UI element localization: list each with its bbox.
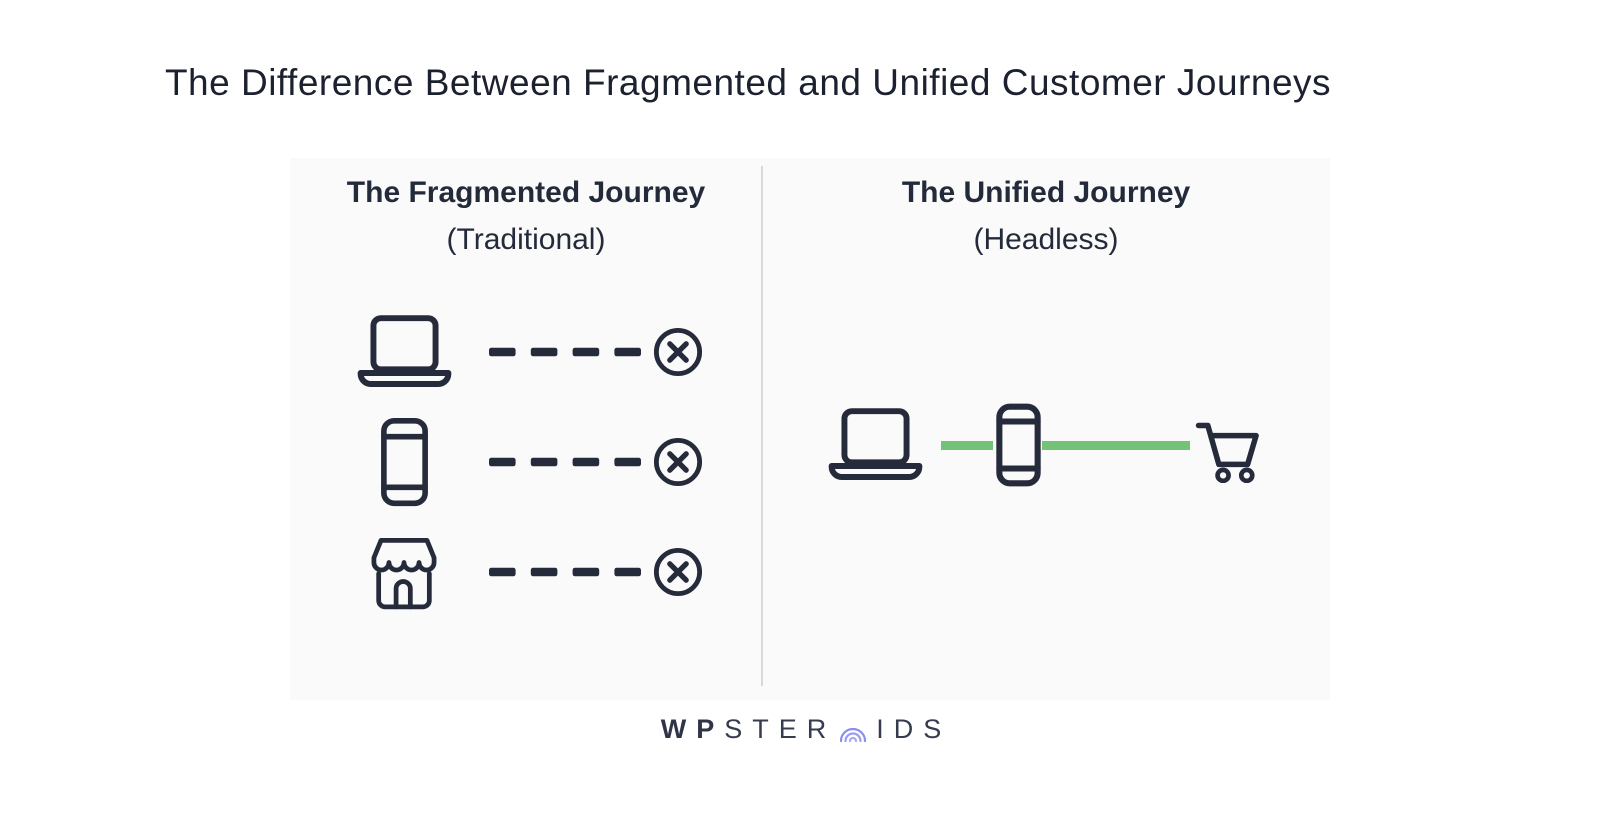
- unified-heading-bold: The Unified Journey: [901, 176, 1191, 209]
- fragmented-row-storefront: [349, 517, 703, 627]
- comparison-panel: The Fragmented Journey (Traditional): [290, 158, 1330, 700]
- logo-prefix: WP: [660, 714, 725, 744]
- fragmented-row-laptop: [349, 297, 703, 407]
- x-circle-icon: [653, 437, 703, 487]
- smartphone-icon: [349, 417, 459, 507]
- logo-mid: STER: [724, 714, 837, 744]
- fragmented-rows: [349, 297, 703, 627]
- fragmented-heading-qualifier: (Traditional): [446, 222, 606, 256]
- unified-flow: [828, 403, 1265, 487]
- solid-green-line: [1041, 440, 1190, 450]
- laptop-icon: [349, 314, 459, 390]
- logo-suffix: IDS: [876, 714, 952, 744]
- fragmented-heading: The Fragmented Journey (Traditional): [341, 170, 711, 263]
- smartphone-icon: [995, 403, 1042, 487]
- unified-journey-section: The Unified Journey (Headless): [762, 158, 1330, 700]
- unified-heading-qualifier: (Headless): [973, 222, 1119, 256]
- fragmented-heading-bold: The Fragmented Journey: [346, 176, 706, 209]
- shopping-cart-icon: [1193, 417, 1265, 483]
- panel-divider: [761, 166, 763, 686]
- x-circle-icon: [653, 327, 703, 377]
- unified-heading: The Unified Journey (Headless): [861, 170, 1231, 263]
- concentric-arcs-icon: [838, 717, 868, 743]
- dashed-line: [489, 457, 641, 467]
- dashed-line: [489, 347, 641, 357]
- fragmented-journey-section: The Fragmented Journey (Traditional): [290, 158, 762, 700]
- page-title: The Difference Between Fragmented and Un…: [164, 62, 1332, 103]
- storefront-icon: [349, 533, 459, 611]
- solid-green-line: [940, 440, 993, 450]
- laptop-icon: [828, 407, 923, 483]
- fragmented-row-smartphone: [349, 407, 703, 517]
- dashed-line: [489, 567, 641, 577]
- x-circle-icon: [653, 547, 703, 597]
